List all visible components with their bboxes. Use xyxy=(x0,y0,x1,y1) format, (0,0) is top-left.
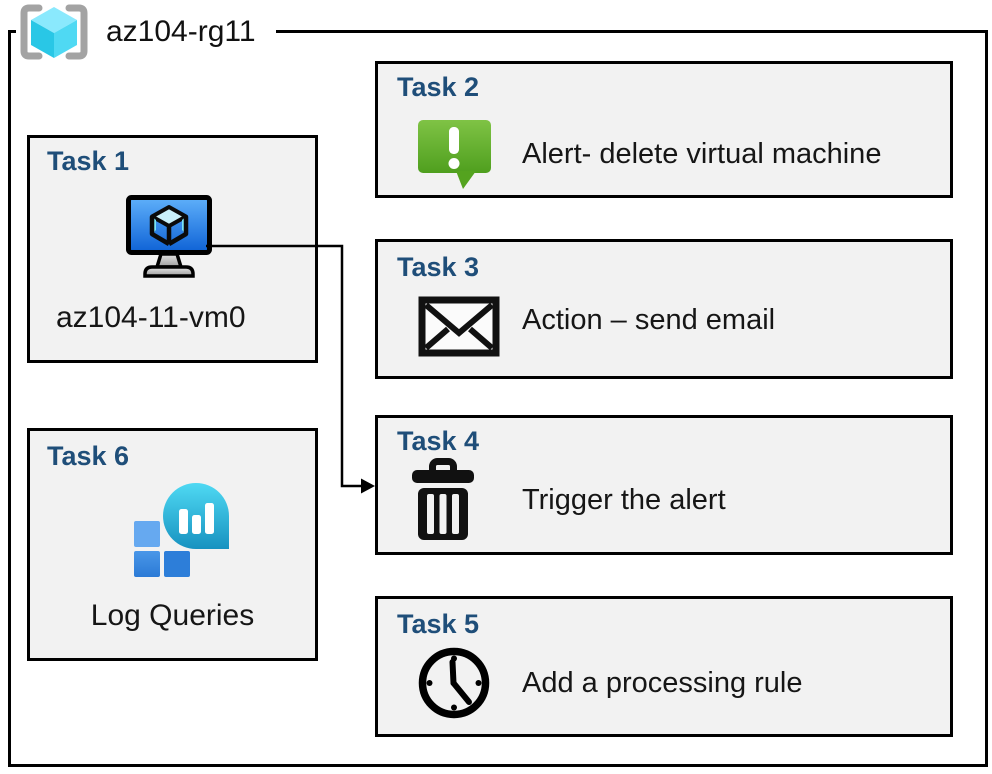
resource-group-name: az104-rg11 xyxy=(106,15,256,48)
email-icon xyxy=(418,296,500,358)
clock-icon xyxy=(414,643,494,723)
task5-text: Add a processing rule xyxy=(522,667,803,699)
trash-icon xyxy=(410,458,476,542)
task4-text: Trigger the alert xyxy=(522,484,726,516)
resource-group-icon xyxy=(16,1,92,63)
task3-title: Task 3 xyxy=(397,252,480,282)
task5-title: Task 5 xyxy=(397,609,480,639)
virtual-machine-icon xyxy=(125,194,213,284)
task1-title: Task 1 xyxy=(47,146,130,176)
task2-text: Alert- delete virtual machine xyxy=(522,138,882,170)
task1-vm-name: az104-11-vm0 xyxy=(56,301,246,334)
task4-title: Task 4 xyxy=(397,426,480,456)
log-queries-icon xyxy=(126,483,234,581)
resource-group-header: az104-rg11 xyxy=(16,1,276,63)
task6-box: Task 6 xyxy=(27,428,318,661)
task3-box: Task 3 Action – send email xyxy=(375,239,953,379)
alert-icon xyxy=(416,114,494,192)
task6-label: Log Queries xyxy=(90,599,255,632)
task5-box: Task 5 Add a processing rule xyxy=(375,596,953,737)
task1-box: Task 1 xyxy=(27,135,318,363)
task3-text: Action – send email xyxy=(522,304,776,336)
task2-title: Task 2 xyxy=(397,72,480,102)
task2-box: Task 2 Alert- delete virtual machine xyxy=(375,61,953,198)
task6-title: Task 6 xyxy=(47,441,130,471)
task4-box: Task 4 Trigger the alert xyxy=(375,415,953,555)
